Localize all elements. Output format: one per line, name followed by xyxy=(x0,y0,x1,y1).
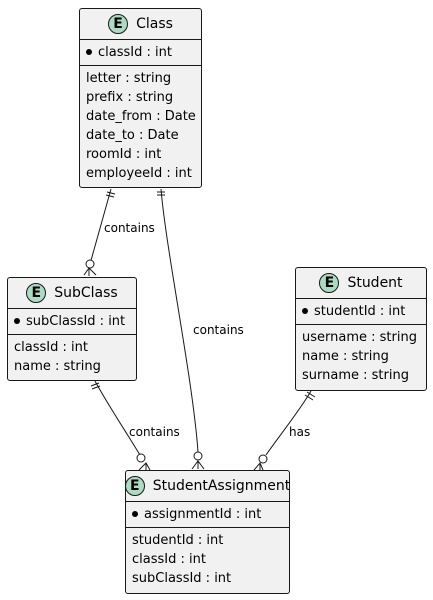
entity-subclass-attr: name : string xyxy=(14,359,101,374)
relation-class-assignment xyxy=(157,188,205,470)
relation-subclass-assignment xyxy=(90,380,151,471)
entity-subclass-attr: classId : int xyxy=(14,340,88,355)
entity-student-attr: username : string xyxy=(302,330,417,345)
entity-class-attr: letter : string xyxy=(86,71,172,86)
entity-class-attr: date_to : Date xyxy=(86,128,179,143)
entity-icon: E xyxy=(26,283,47,303)
entity-icon: E xyxy=(108,14,129,34)
entity-student-attr: name : string xyxy=(302,349,389,364)
relation-label-class-assignment: contains xyxy=(193,323,244,337)
entity-class-attr: employeeId : int xyxy=(86,166,192,181)
entity-class-attr: roomId : int xyxy=(86,147,162,162)
entity-studentassignment-attr: subClassId : int xyxy=(132,571,232,586)
entity-class-attr: prefix : string xyxy=(86,90,174,105)
entity-class[interactable]: E Class classId : int letter : string pr… xyxy=(79,8,202,188)
relation-label-student-assignment: has xyxy=(289,425,310,439)
entity-studentassignment-header: E StudentAssignment xyxy=(124,471,291,501)
key-icon xyxy=(132,510,138,517)
entity-class-header: E Class xyxy=(80,9,201,39)
entity-class-name: Class xyxy=(136,16,173,32)
entity-subclass-pk-label: subClassId : int xyxy=(26,314,126,329)
entity-student[interactable]: E Student studentId : int username : str… xyxy=(295,267,427,391)
entity-studentassignment-attr: studentId : int xyxy=(132,533,224,548)
relation-label-class-subclass: contains xyxy=(104,221,155,235)
relation-student-assignment xyxy=(253,390,316,471)
entity-subclass-pk: subClassId : int xyxy=(8,312,136,331)
entity-studentassignment-name: StudentAssignment xyxy=(152,478,291,494)
entity-class-pk: classId : int xyxy=(80,43,201,62)
entity-class-attr: date_from : Date xyxy=(86,109,196,124)
entity-subclass[interactable]: E SubClass subClassId : int classId : in… xyxy=(7,277,137,381)
entity-studentassignment-pk: assignmentId : int xyxy=(126,505,289,524)
entity-student-pk: studentId : int xyxy=(296,302,426,321)
key-icon xyxy=(86,48,92,55)
key-icon xyxy=(14,317,20,324)
entity-student-attr: surname : string xyxy=(302,368,409,383)
entity-icon: E xyxy=(124,476,145,496)
entity-student-name: Student xyxy=(347,275,403,291)
entity-studentassignment-attr: classId : int xyxy=(132,552,206,567)
key-icon xyxy=(302,307,308,314)
entity-studentassignment[interactable]: E StudentAssignment assignmentId : int s… xyxy=(124,470,291,594)
entity-class-pk-label: classId : int xyxy=(98,45,172,60)
entity-icon: E xyxy=(319,273,340,293)
entity-student-header: E Student xyxy=(296,268,426,298)
relation-class-subclass xyxy=(83,188,116,276)
entity-student-pk-label: studentId : int xyxy=(314,304,406,319)
relation-label-subclass-assignment: contains xyxy=(129,425,180,439)
entity-studentassignment-pk-label: assignmentId : int xyxy=(144,507,262,522)
entity-subclass-header: E SubClass xyxy=(8,278,136,308)
entity-subclass-name: SubClass xyxy=(54,285,118,301)
